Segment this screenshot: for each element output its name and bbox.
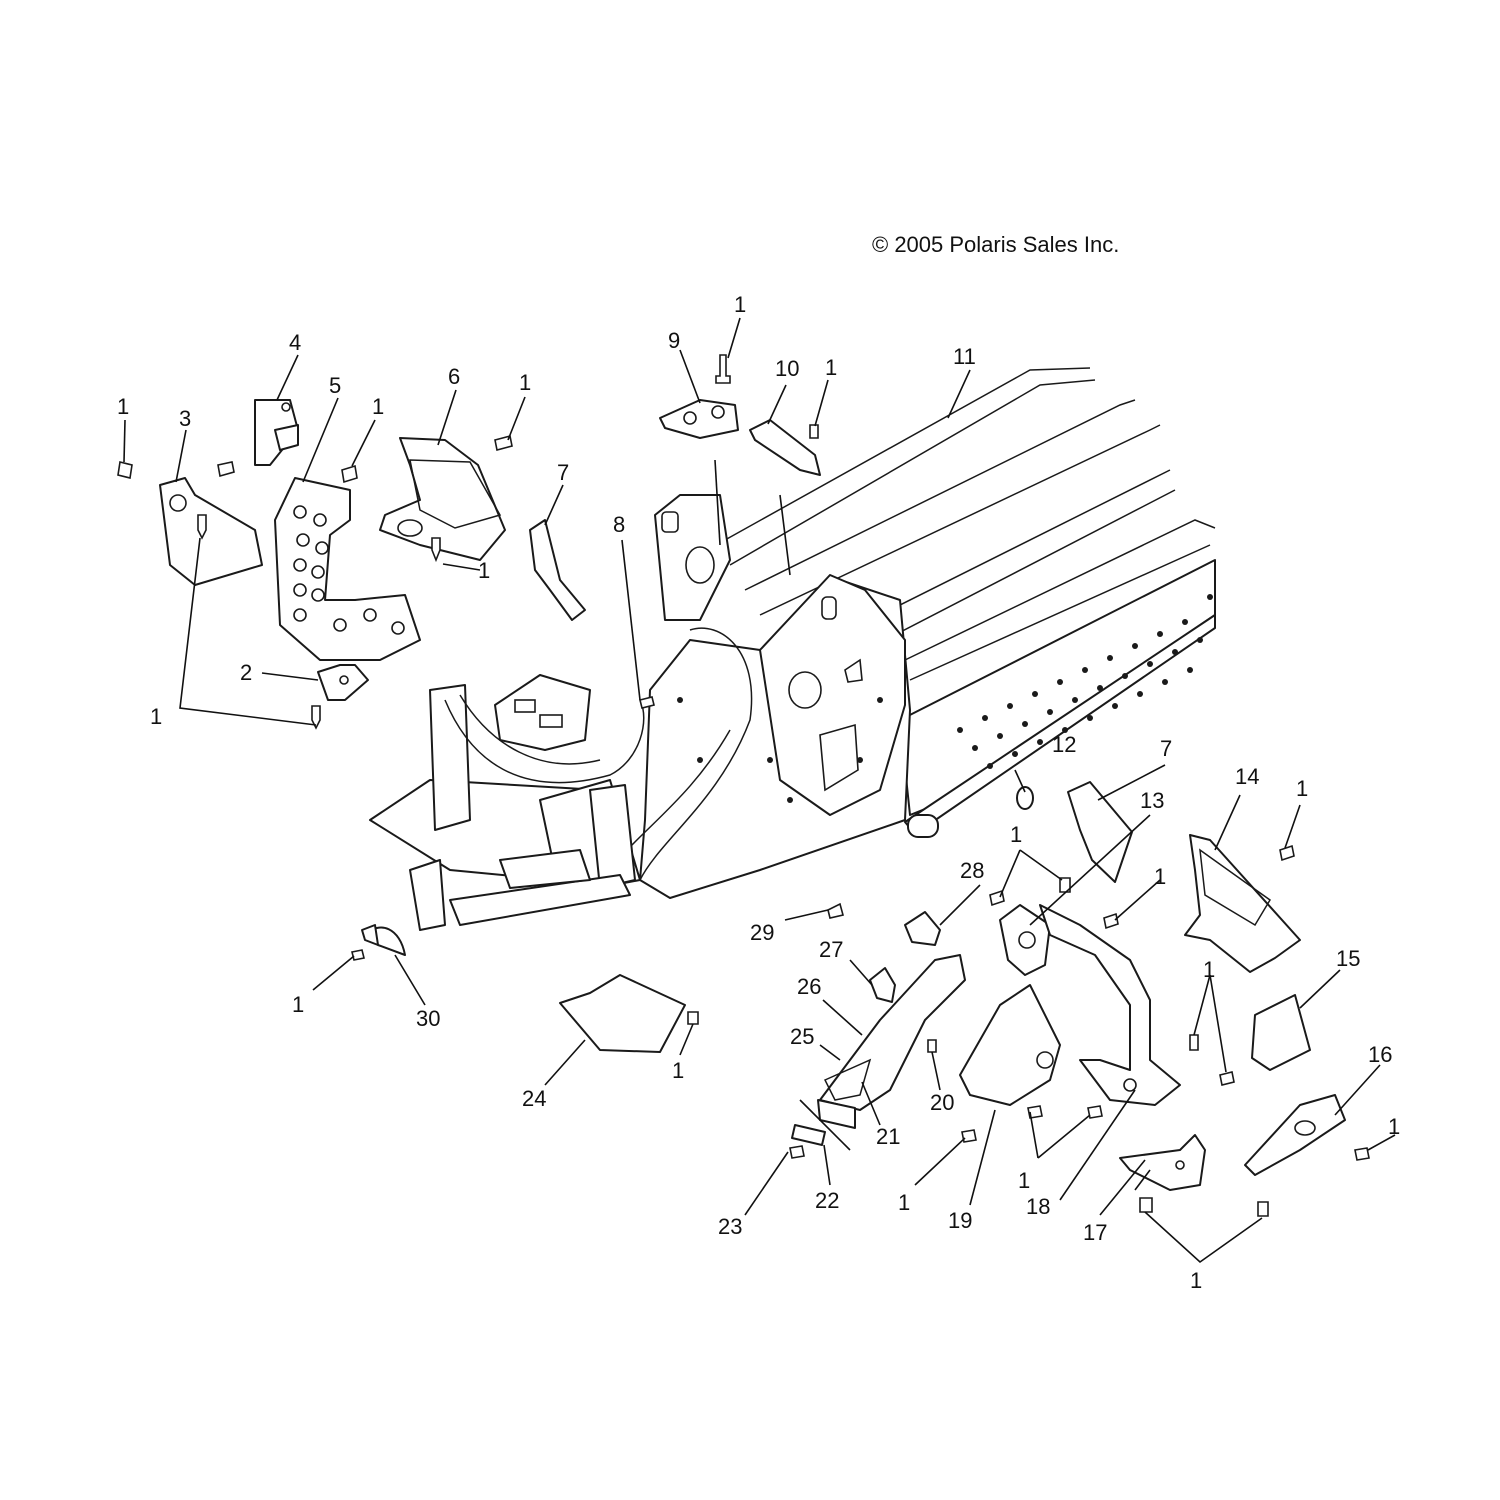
callout-29: 29	[750, 920, 774, 945]
callout-1-mid: 1	[478, 558, 490, 583]
callout-20: 20	[930, 1090, 954, 1115]
callout-11: 11	[953, 344, 976, 369]
callout-1-part30: 1	[292, 992, 304, 1017]
callout-13: 13	[1140, 788, 1164, 813]
part-5-plate	[274, 477, 421, 661]
part-30-shape	[361, 924, 406, 956]
part-15-guard	[1251, 994, 1311, 1071]
part-27-block	[869, 967, 896, 1003]
callout-1-top-a: 1	[734, 292, 746, 317]
callout-1-part18: 1	[1154, 864, 1166, 889]
callout-1-part24: 1	[672, 1058, 684, 1083]
part-16-guard	[1244, 1094, 1346, 1176]
callout-3: 3	[179, 406, 191, 431]
part-26-rail	[817, 954, 966, 1129]
callout-23: 23	[718, 1214, 742, 1239]
part-7-strip-top	[529, 519, 586, 621]
part-7-strip-right	[1067, 781, 1133, 883]
callout-9: 9	[668, 328, 680, 353]
callout-28: 28	[960, 858, 984, 883]
callout-7-right: 7	[1160, 736, 1172, 761]
callout-21: 21	[876, 1124, 900, 1149]
callout-14: 14	[1235, 764, 1259, 789]
callout-1-part19-a: 1	[1018, 1168, 1030, 1193]
callout-19: 19	[948, 1208, 972, 1233]
callout-15: 15	[1336, 946, 1360, 971]
callout-25: 25	[790, 1024, 814, 1049]
part-24-plate	[559, 974, 686, 1053]
callout-1-part14: 1	[1296, 776, 1308, 801]
callout-1-left: 1	[150, 704, 162, 729]
part-22-plate	[791, 1124, 826, 1146]
callout-30: 30	[416, 1006, 440, 1031]
part-19-guard	[959, 984, 1061, 1106]
part-29-button	[827, 902, 844, 919]
part-17-bracket	[1119, 1134, 1206, 1191]
part-3-bracket	[159, 477, 263, 586]
callout-22: 22	[815, 1188, 839, 1213]
callout-16: 16	[1368, 1042, 1392, 1067]
callout-27: 27	[819, 937, 843, 962]
callout-4: 4	[289, 330, 301, 355]
part-18-frame	[1039, 904, 1181, 1106]
callout-10: 10	[775, 356, 799, 381]
callout-1-part15: 1	[1203, 957, 1215, 982]
part-6-cover	[379, 437, 506, 561]
callout-1-part6: 1	[519, 370, 531, 395]
callout-17: 17	[1083, 1220, 1107, 1245]
callout-18: 18	[1026, 1194, 1050, 1219]
callout-1-part19-b: 1	[898, 1190, 910, 1215]
callout-1-bottom: 1	[1190, 1268, 1202, 1293]
callout-24: 24	[522, 1086, 546, 1111]
part-4-bracket	[254, 399, 299, 466]
callout-8: 8	[613, 512, 625, 537]
callout-labels: 1 9 10 1 11 4 5 6 1 1 3 1 7 8 1 2 1 12 7…	[117, 292, 1400, 1293]
part-2-clip	[317, 664, 369, 701]
part-12-plug	[1016, 786, 1034, 810]
callout-1-part13: 1	[1010, 822, 1022, 847]
part-9-bracket	[659, 399, 739, 439]
callout-2: 2	[240, 660, 252, 685]
callout-7-top: 7	[557, 460, 569, 485]
callout-26: 26	[797, 974, 821, 999]
copyright-text: © 2005 Polaris Sales Inc.	[872, 232, 1119, 257]
tunnel-perforations	[677, 594, 1213, 803]
callout-1-part3: 1	[117, 394, 129, 419]
callout-6: 6	[448, 364, 460, 389]
leader-lines	[123, 317, 1396, 1264]
callout-5: 5	[329, 373, 341, 398]
part-28-clip	[904, 911, 941, 946]
part-13-bracket	[999, 904, 1051, 976]
fasteners	[117, 354, 1370, 1217]
callout-1-part16: 1	[1388, 1114, 1400, 1139]
callout-1-top-b: 1	[825, 355, 837, 380]
callout-12: 12	[1052, 732, 1076, 757]
callout-1-part5: 1	[372, 394, 384, 419]
chassis-tunnel	[369, 367, 1216, 931]
part-14-cover	[1184, 834, 1301, 973]
